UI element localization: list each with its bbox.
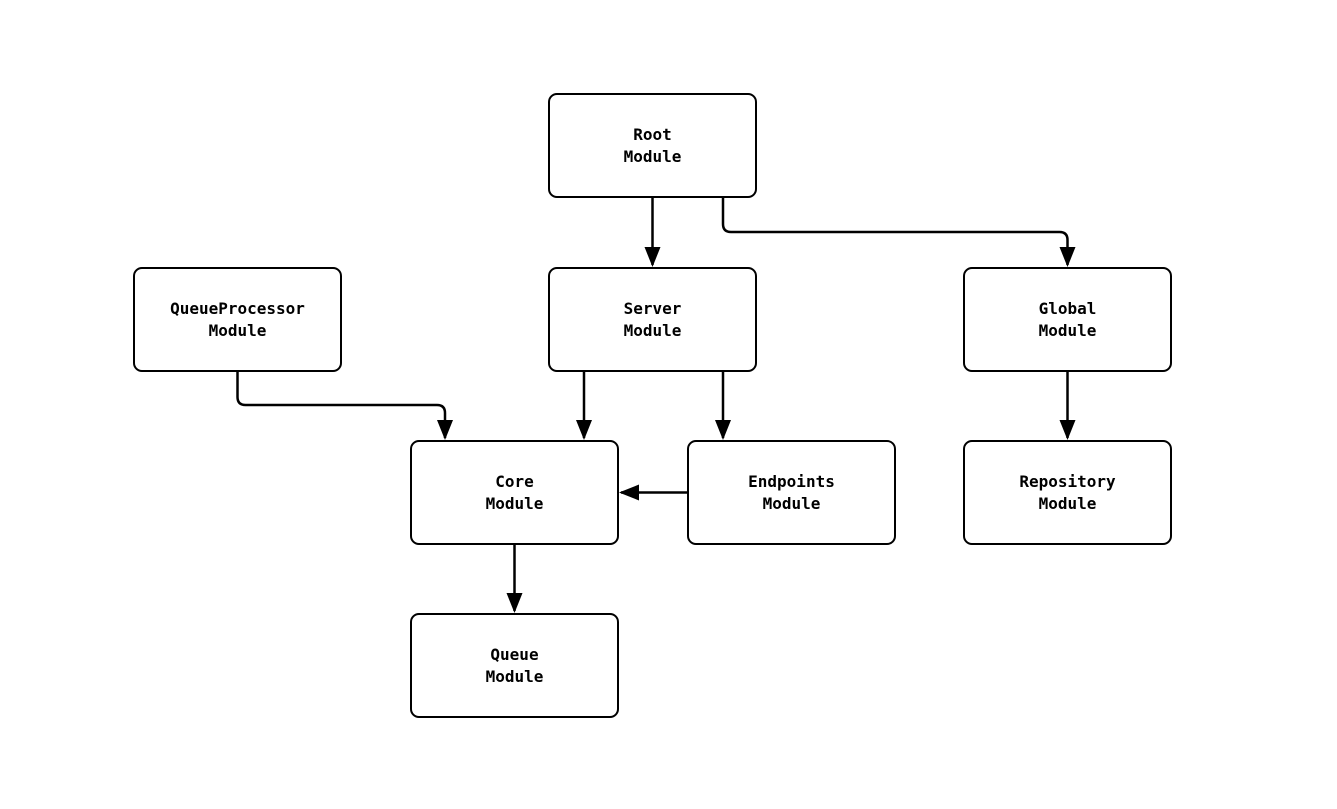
edge-queueprocessor-to-core <box>236 372 453 440</box>
edge-root-to-global <box>721 198 1076 267</box>
